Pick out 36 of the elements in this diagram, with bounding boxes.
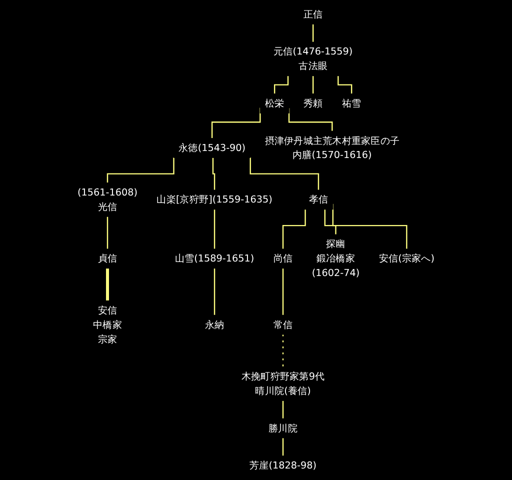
node-text: 芳崖(1828-98) [250,460,316,471]
node-text: 永納 [204,318,224,330]
node-text: 正信 [303,8,323,20]
connector [106,268,109,302]
connector [338,76,352,94]
connector [312,76,314,94]
connector [282,209,306,250]
node-text: 探幽 鍛冶橋家 (1602-74) [312,238,360,278]
node-text: 尚信 [273,252,293,264]
node-text: 安信(宗家へ) [378,252,434,264]
node-text: (1561-1608) 光信 [78,186,138,212]
connector [214,268,216,316]
connector [106,216,108,250]
node-text: 常信 [273,318,293,330]
connector [282,334,284,368]
node-text: 摂津伊丹城主荒木村重家臣の子 内膳(1570-1616) [264,134,400,161]
node-text: 木挽町狩野家第9代 晴川院(養信) [241,370,325,396]
connector [324,209,336,236]
node-text: 永徳(1543-90) [178,142,246,154]
connector [106,157,174,184]
connector [312,24,314,43]
node-text: 山雪(1589-1651) [174,252,254,264]
connector [212,158,216,191]
connector [282,268,284,316]
node-text: 安信 中橋家 宗家 [93,304,122,345]
node-text: 元信(1476-1559) 古法眼 [273,46,353,72]
node-text: 山楽[京狩野](1559-1635) [156,194,272,206]
connector [250,157,320,191]
connector [282,400,284,420]
connector [274,76,289,94]
connector [282,438,284,457]
node-text: 貞信 [98,252,118,264]
node-text: 祐雪 [342,97,362,109]
connector [214,209,216,250]
node-text: 秀頼 [303,97,323,109]
node-text: 勝川院 [268,422,298,434]
